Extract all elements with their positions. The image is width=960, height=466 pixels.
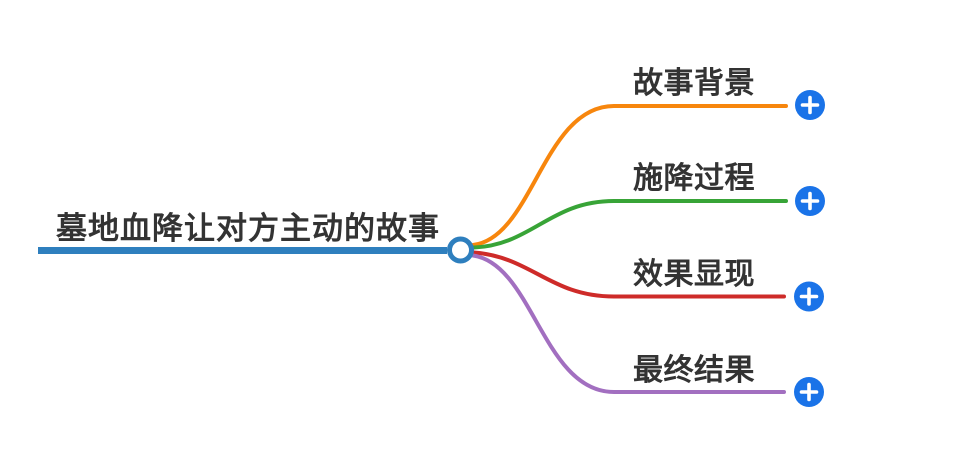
- branch-connector-3: [472, 250, 786, 299]
- add-child-button-1[interactable]: [795, 90, 825, 120]
- branch-connector-4: [471, 253, 786, 394]
- root-node-label[interactable]: 墓地血降让对方主动的故事: [56, 211, 440, 246]
- branch-node-label-1[interactable]: 故事背景: [633, 67, 755, 100]
- add-child-button-3[interactable]: [794, 281, 824, 312]
- plus-icon: [799, 382, 819, 402]
- branch-node-label-2[interactable]: 施降过程: [633, 162, 755, 195]
- branch-connector-1: [471, 104, 788, 247]
- branch-node-label-3[interactable]: 效果显现: [633, 258, 755, 291]
- plus-icon: [800, 191, 820, 211]
- add-child-button-2[interactable]: [795, 186, 825, 216]
- plus-icon: [800, 95, 820, 115]
- branch-connector-2: [472, 199, 788, 250]
- plus-icon: [799, 287, 819, 306]
- add-child-button-4[interactable]: [794, 377, 824, 407]
- branch-node-label-4[interactable]: 最终结果: [633, 354, 755, 387]
- collapse-toggle[interactable]: [447, 236, 474, 264]
